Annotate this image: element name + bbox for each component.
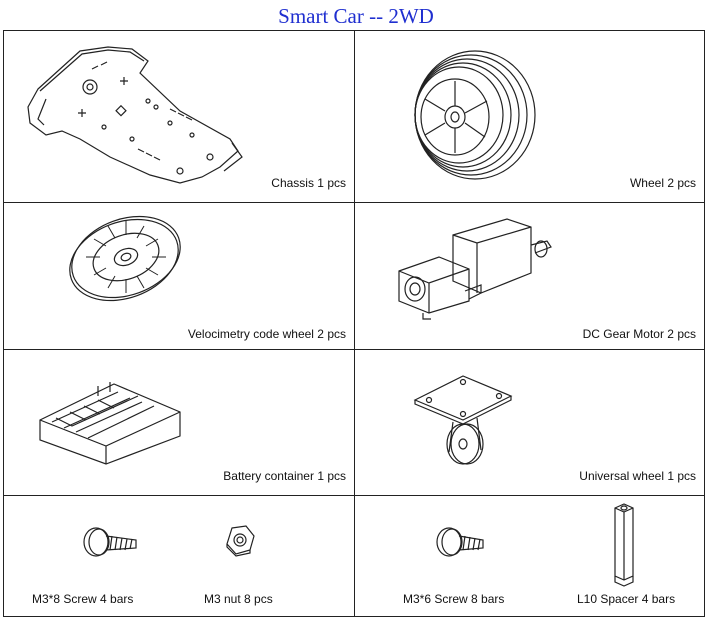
page-title: Smart Car -- 2WD [278,4,434,28]
motor-illustration [389,213,559,318]
label-m3x6-screw: M3*6 Screw 8 bars [403,592,505,606]
cell-wheel: Wheel 2 pcs [355,31,704,202]
label-l10-spacer: L10 Spacer 4 bars [577,592,676,606]
l10-spacer-illustration [611,502,637,586]
m3-nut-illustration [224,524,256,556]
label-universal-wheel: Universal wheel 1 pcs [579,469,696,483]
battery-container-illustration [34,366,184,466]
label-code-wheel: Velocimetry code wheel 2 pcs [187,327,346,341]
cell-universal-wheel: Universal wheel 1 pcs [355,350,704,495]
label-m3x8-screw: M3*8 Screw 4 bars [32,592,134,606]
chassis-illustration [20,39,250,189]
m3x6-screw-illustration [435,522,491,562]
cell-screws-left: M3*8 Screw 4 bars M3 nut 8 pcs [4,496,354,616]
universal-wheel-illustration [407,370,527,470]
label-motor: DC Gear Motor 2 pcs [582,327,696,341]
cell-screws-right: M3*6 Screw 8 bars L10 Spacer 4 bars [355,496,704,616]
cell-motor: DC Gear Motor 2 pcs [355,203,704,349]
parts-table: Chassis 1 pcs Wheel 2 pcs [3,30,705,617]
code-wheel-illustration [66,215,186,300]
label-chassis: Chassis 1 pcs [271,176,346,190]
column-divider [354,31,355,616]
cell-code-wheel: Velocimetry code wheel 2 pcs [4,203,354,349]
cell-chassis: Chassis 1 pcs [4,31,354,202]
m3x8-screw-illustration [82,522,142,562]
label-battery: Battery container 1 pcs [223,469,346,483]
cell-battery: Battery container 1 pcs [4,350,354,495]
label-wheel: Wheel 2 pcs [629,176,696,190]
label-m3-nut: M3 nut 8 pcs [204,592,273,606]
wheel-illustration [405,45,540,185]
